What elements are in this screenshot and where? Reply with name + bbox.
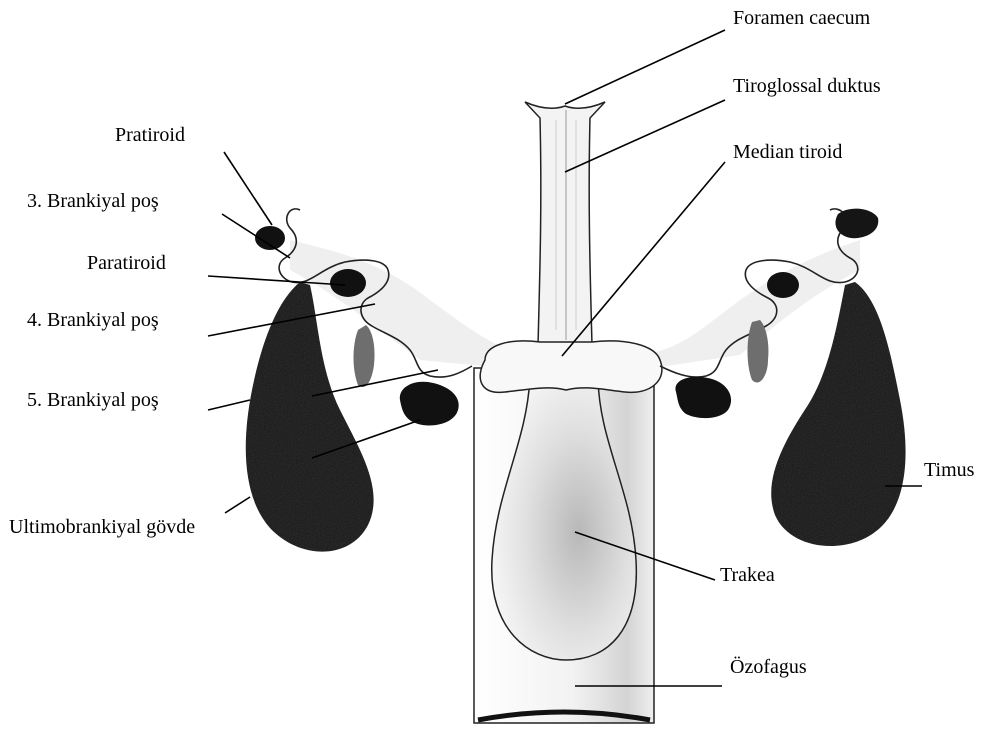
label-tiroglossal-duktus: Tiroglossal duktus bbox=[733, 76, 881, 96]
leader-pratiroid bbox=[224, 152, 272, 225]
label-paratiroid: Paratiroid bbox=[87, 253, 166, 273]
right-paratiroid-gland bbox=[767, 272, 799, 298]
label-median-tiroid: Median tiroid bbox=[733, 142, 842, 162]
label-brankiyal-5: 5. Brankiyal poş bbox=[27, 390, 159, 410]
label-pratiroid: Pratiroid bbox=[115, 125, 185, 145]
label-brankiyal-4: 4. Brankiyal poş bbox=[27, 310, 159, 330]
right-ultimobranchial-body bbox=[675, 377, 731, 418]
leader-foramen-caecum bbox=[565, 30, 725, 104]
median-thyroid bbox=[480, 341, 662, 392]
thyroglossal-duct bbox=[525, 102, 605, 345]
left-paratiroid-gland bbox=[330, 269, 366, 297]
label-foramen-caecum: Foramen caecum bbox=[733, 8, 870, 28]
leader-brankiyal-5a bbox=[208, 400, 250, 410]
label-timus: Timus bbox=[924, 460, 974, 480]
label-trakea: Trakea bbox=[720, 565, 775, 585]
label-ultimobrankiyal: Ultimobrankiyal gövde bbox=[9, 517, 195, 537]
left-thyroid-remnant bbox=[354, 325, 375, 387]
leader-ultimo-b bbox=[225, 497, 250, 513]
left-ultimobranchial-body bbox=[400, 382, 459, 426]
label-ozofagus: Özofagus bbox=[730, 657, 807, 677]
left-thymus bbox=[246, 282, 374, 552]
label-brankiyal-3: 3. Brankiyal poş bbox=[27, 191, 159, 211]
